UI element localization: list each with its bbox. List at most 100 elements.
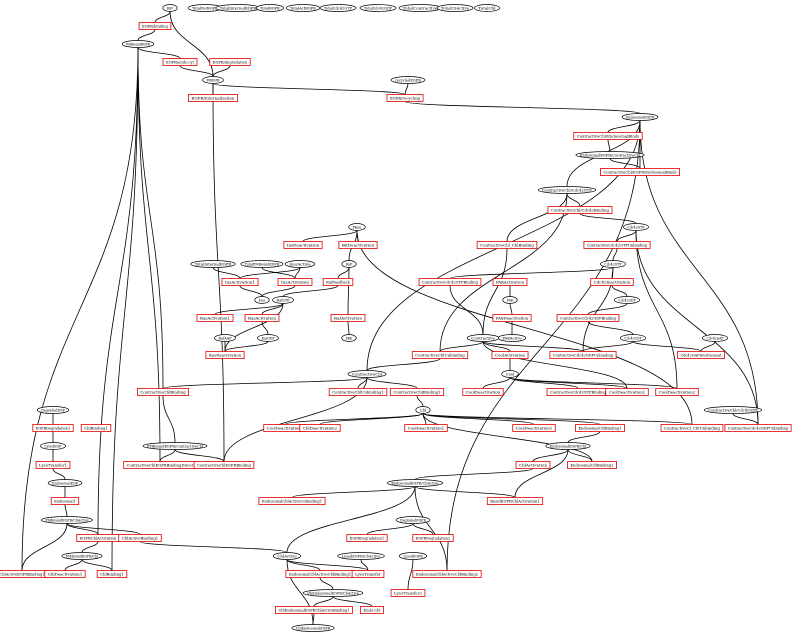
node-label: RafGTP — [277, 297, 290, 302]
edge-line — [700, 341, 716, 352]
edge-line — [412, 523, 434, 535]
ellipse-shape — [202, 76, 224, 84]
ellipse-shape — [302, 589, 364, 597]
ellipse-shape — [272, 296, 294, 304]
node-label: PMBoundEGFR/CbActive — [46, 517, 90, 522]
reaction-box: InsActivation1 — [221, 278, 259, 286]
node-label: EGFR/Internalization — [192, 95, 235, 100]
ellipse-shape — [121, 40, 155, 48]
reaction-box: Endosomal1 — [50, 497, 80, 505]
ellipse-shape — [337, 552, 385, 560]
box-shape — [346, 534, 388, 542]
box-shape — [209, 58, 251, 66]
reaction-box: EndosomalCblBinding2 — [567, 461, 617, 469]
node-label: CblBinding1 — [84, 425, 108, 430]
node-label: ContractiveCbl/EGFR/EndosomalBinds — [603, 169, 676, 174]
reaction-box: EGFRDegradation1 — [32, 424, 74, 432]
ellipse-shape — [341, 260, 357, 268]
reaction-box: CoolDeactivation — [462, 388, 504, 396]
ellipse-node: ERK — [341, 334, 357, 342]
reaction-box: EGFR/endo.cyt — [162, 58, 198, 66]
box-shape — [389, 388, 445, 396]
node-label: ContractiveCbl — [352, 371, 383, 376]
node-label: ContractiveCbl/Cdc42GTP — [542, 187, 592, 192]
ellipse-shape — [502, 296, 518, 304]
node-label: TotalRGFR — [260, 5, 280, 10]
node-label: EGFR/endo.cyt — [166, 59, 194, 64]
box-shape — [583, 241, 651, 249]
edge-line — [159, 449, 176, 462]
node-label: EndosomalEGFR/ContractiveCbl — [580, 152, 641, 157]
edge-line — [286, 559, 369, 571]
reaction-box: ContractiveCdc42GDPBinding — [556, 314, 620, 322]
edge-line — [261, 321, 269, 335]
reaction-box: ResidEGFRCblActivation1 — [486, 497, 544, 505]
edge-line — [97, 47, 139, 535]
node-label: Cdc42AAP — [706, 335, 723, 340]
node-label: PMBoundEGFR/ContractiveCbl — [147, 443, 204, 448]
box-shape — [390, 589, 426, 597]
node-label: EndosomalCblActiveUnbinding1 — [262, 498, 322, 503]
reaction-box: EGFR/binding — [138, 22, 172, 30]
ellipse-shape — [537, 186, 597, 194]
box-shape — [724, 424, 792, 432]
node-label: EndosomalCblActiveCblBinding2 — [416, 571, 479, 576]
edge-line — [414, 486, 516, 498]
reaction-box: EGFRDegradation1 — [346, 534, 388, 542]
box-shape — [492, 314, 532, 322]
box-shape — [655, 388, 699, 396]
edge-line — [632, 341, 702, 352]
reaction-box: RafActivation — [330, 314, 366, 322]
reaction-box: EndosomalCblActiveCblBinding2 — [412, 570, 482, 578]
node-label: ResidEGFRCblActivation1 — [490, 498, 539, 503]
reaction-box: InsActivation — [277, 278, 313, 286]
reaction-box: LysoTransfer — [351, 570, 385, 578]
edge-line — [611, 285, 628, 297]
ellipse-node: EndosomalEGFR — [621, 113, 659, 121]
edge-line — [137, 47, 161, 462]
node-label: InsActivation1 — [225, 279, 255, 284]
edge-line — [162, 377, 368, 389]
ellipse-shape — [703, 406, 763, 414]
reaction-box: ContractiveCbl_CblBinding — [476, 241, 538, 249]
edge-line — [111, 47, 139, 571]
edge-line — [337, 267, 350, 279]
box-shape — [162, 58, 198, 66]
box-shape — [359, 606, 384, 614]
edge-line — [174, 449, 225, 462]
edge-line — [224, 341, 269, 352]
box-shape — [299, 424, 341, 432]
edge-line — [212, 83, 225, 462]
ellipse-node: Ins/Active — [284, 260, 316, 268]
edge-line — [286, 559, 314, 625]
node-label: ContractiveCdc42GTPUnbinding — [587, 242, 648, 247]
reaction-box: EndosomalCblActiveCblBinding1 — [285, 570, 355, 578]
ellipse-shape — [61, 552, 103, 560]
ellipse-shape — [702, 334, 728, 342]
node-label: ContractiveCdc42GDPUnbinding — [728, 425, 789, 430]
reaction-box: ContractiveCdc42GDPUnbinding — [549, 351, 617, 359]
node-label: PMBoundEGFR/Cbl — [66, 553, 99, 558]
node-label: EndosomalEGFR/CbActive — [391, 480, 439, 485]
node-label: ContractiveCblBinding1 — [393, 389, 440, 394]
node-label: ERK — [346, 335, 353, 340]
edge-line — [422, 413, 593, 462]
ellipse-node: RafAAP — [214, 334, 236, 342]
node-label: ContractiveCblUnbinding — [415, 352, 465, 357]
node-label: EndosomalEGF — [52, 480, 78, 485]
node-label: TotalActRGFR — [290, 5, 317, 10]
reaction-box: RasDeactivation — [205, 351, 245, 359]
node-label: EGFR/degradation — [213, 59, 248, 64]
edge-line — [635, 230, 678, 389]
edge-line — [449, 267, 614, 279]
node-label: PAKDeactivation — [496, 315, 529, 320]
ellipse-shape — [214, 334, 236, 342]
node-label: CblBinding1 — [100, 571, 124, 576]
reaction-box: ContractiveCbl/EndosomalBinds — [573, 132, 643, 140]
node-label: CblDeactivation1 — [48, 571, 82, 576]
ellipse-shape — [348, 223, 366, 231]
reaction-box: EndosomalCblActiveUnbinding1 — [258, 497, 326, 505]
ellipse-shape — [600, 260, 626, 268]
